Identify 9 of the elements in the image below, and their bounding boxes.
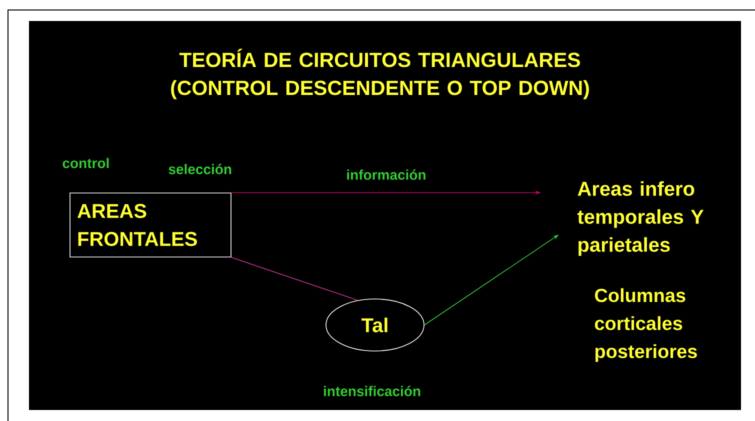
process-label: intensificación (324, 386, 420, 396)
area-box: AREAS FRONTALES (70, 192, 232, 258)
node-text: Areas infero temporales Y parietales (577, 181, 704, 256)
ellipse-node: Tal (326, 298, 424, 352)
process-label: selección (168, 164, 232, 174)
region-text: Columnas corticales posteriores (594, 288, 697, 362)
edge-label: información (345, 168, 428, 181)
title: TEORÍA DE CIRCUITOS TRIANGULARES (CONTROL DESCENDENTE O TOP DOWN) (171, 48, 589, 100)
process-label: control (62, 158, 109, 168)
